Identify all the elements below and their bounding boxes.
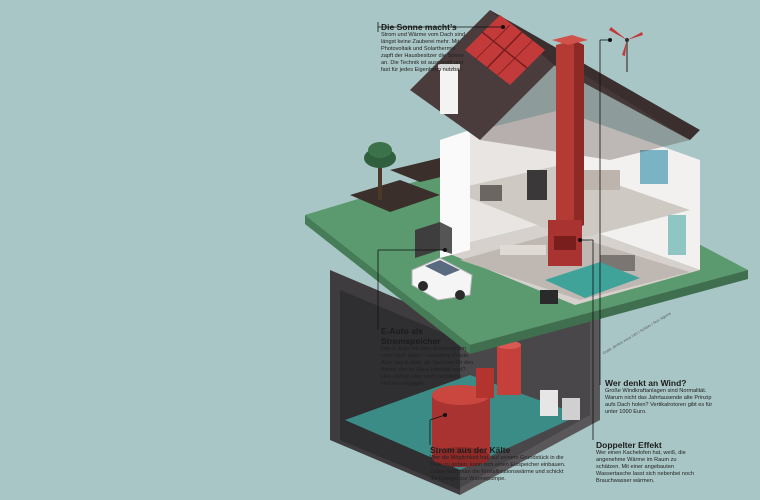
red-chimney	[548, 35, 588, 266]
tree	[364, 142, 396, 200]
callout-double: Doppelter Effekt Wer einen Kachelofen ha…	[596, 440, 700, 485]
furniture	[480, 150, 686, 304]
callout-double-title: Doppelter Effekt	[596, 440, 662, 450]
callout-double-body: Wer einen Kachelofen hat, weiß, die ange…	[596, 450, 695, 484]
callout-cold: Strom aus der Kälte Wer die Möglichkeit …	[430, 445, 570, 483]
leader-lines	[377, 22, 613, 445]
callout-ecar-body: Das E-Auto mit dem Sonnenstrom vom Dach …	[381, 346, 474, 387]
callout-ecar: E-Auto als Stromspeicher Das E-Auto mit …	[381, 326, 477, 388]
callout-cold-body: Wer die Möglichkeit hat, auf seinem Grun…	[430, 455, 566, 482]
callout-sun-title: Die Sonne macht’s	[381, 22, 457, 32]
callout-ecar-title: E-Auto als Stromspeicher	[381, 326, 441, 346]
callout-wind-title: Wer denkt an Wind?	[605, 378, 687, 388]
heat-pump	[476, 341, 580, 420]
callout-wind: Wer denkt an Wind? Große Windkraftanlage…	[605, 378, 715, 416]
callout-cold-title: Strom aus der Kälte	[430, 445, 511, 455]
callout-sun-body: Strom und Wärme vom Dach sind längst kei…	[381, 32, 465, 73]
e-car	[411, 257, 473, 301]
callout-sun: Die Sonne macht’s Strom und Wärme vom Da…	[381, 22, 467, 74]
outdoor-heat-pump-unit	[415, 222, 452, 258]
white-chimney	[438, 64, 460, 114]
ice-storage-tank	[432, 385, 490, 467]
callout-wind-body: Große Windkraftanlagen sind Normalität. …	[605, 388, 713, 415]
wind-turbine	[609, 27, 643, 72]
solar-panels	[465, 15, 545, 85]
